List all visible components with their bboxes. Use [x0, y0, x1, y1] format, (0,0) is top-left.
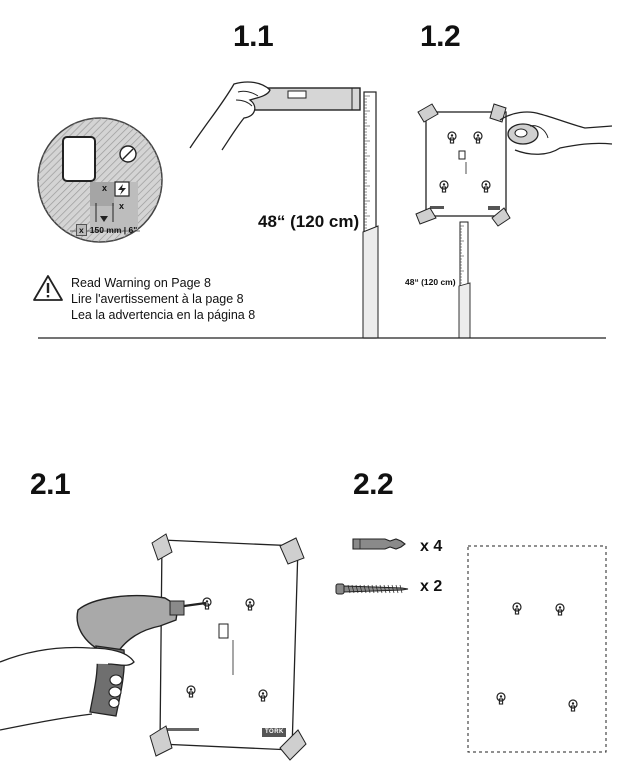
- outlet-x-mark-bottom: x: [119, 201, 125, 211]
- drill-template-outline: [467, 545, 607, 753]
- chevron-down-icon: [100, 216, 108, 222]
- hand-with-tape-roll: [499, 111, 613, 155]
- power-drill: [0, 594, 207, 731]
- dispenser-outline: [62, 136, 96, 182]
- clearance-label: x 150 mm | 6": [76, 224, 137, 236]
- warning-triangle-icon: [33, 275, 63, 301]
- warning-text: Read Warning on Page 8 Lire l'avertissem…: [71, 275, 255, 323]
- warning-line-es: Lea la advertencia en la página 8: [71, 308, 256, 322]
- wall-anchor-icon: [352, 538, 406, 550]
- backplate-being-drilled: [149, 533, 307, 761]
- warning-line-fr: Lire l'avertissement à la page 8: [71, 292, 244, 306]
- screw-quantity: x 2: [420, 578, 443, 595]
- screw-icon: [335, 583, 409, 595]
- mounting-height-label-small: 48“ (120 cm): [405, 277, 456, 287]
- outlet-x-mark-top: x: [102, 183, 108, 193]
- anchor-quantity: x 4: [420, 538, 443, 555]
- warning-line-en: Read Warning on Page 8: [71, 276, 211, 290]
- step-2-1-heading: 2.1: [30, 468, 71, 501]
- mounting-height-label: 48“ (120 cm): [258, 212, 360, 231]
- step-1-2-heading: 1.2: [420, 20, 461, 53]
- measuring-tape-large: [362, 91, 379, 339]
- step-2-2-heading: 2.2: [353, 468, 394, 501]
- spirit-level-with-hand: [189, 81, 361, 151]
- clearance-value: 150 mm | 6": [89, 225, 138, 235]
- clearance-detail-circle: [37, 117, 163, 243]
- clearance-x-box: x: [76, 224, 87, 236]
- step-1-1-heading: 1.1: [233, 20, 274, 53]
- measuring-tape-small: [458, 221, 471, 339]
- brand-logo: TORK: [265, 729, 284, 735]
- backplate-taped-to-wall: [415, 103, 511, 227]
